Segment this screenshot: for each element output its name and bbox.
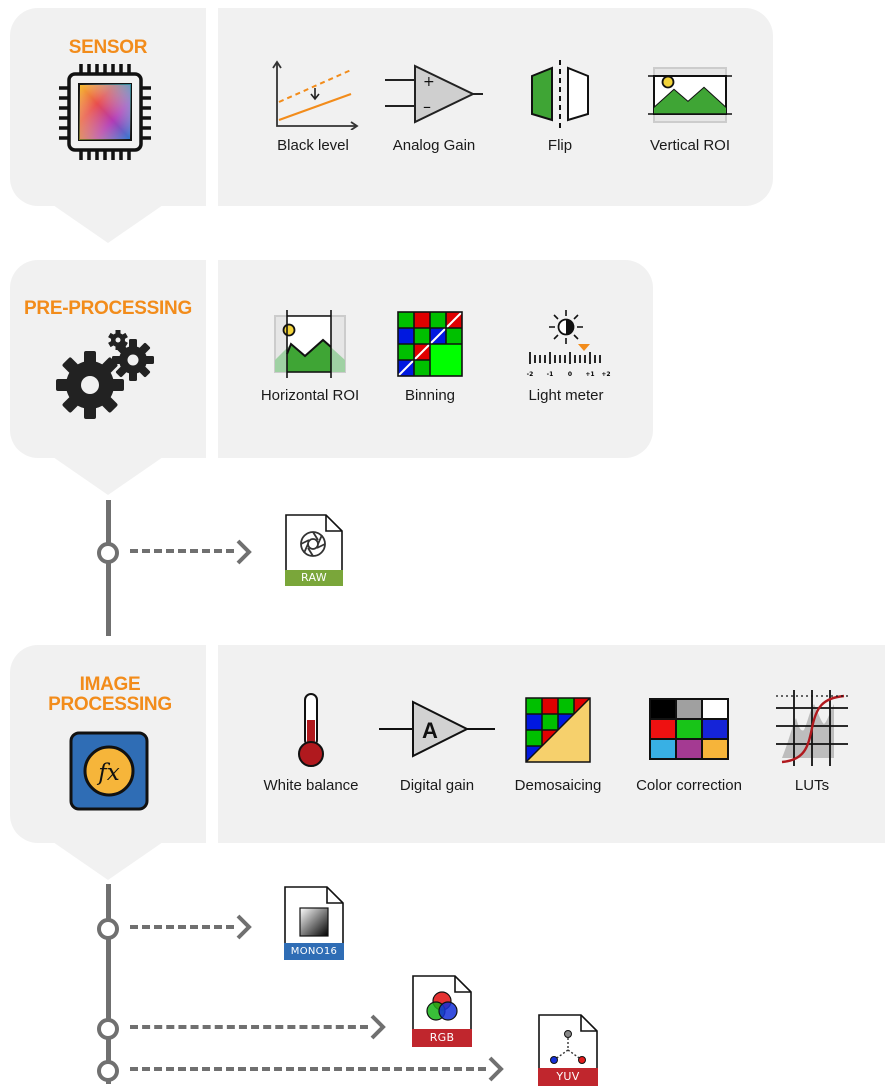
tool-label: Analog Gain <box>392 137 476 154</box>
sensor-title: SENSOR <box>68 37 148 58</box>
file-mono16: MONO16 <box>284 886 344 960</box>
imageprocessing-title: IMAGE PROCESSING <box>48 674 172 715</box>
yuv-vector-icon <box>550 1030 586 1064</box>
pipeline-line <box>106 500 111 636</box>
light-meter-scale-label: -2 <box>527 371 534 378</box>
file-rgb: RGB <box>412 975 472 1047</box>
tool-label: Light meter <box>528 387 604 404</box>
tool-digital-gain: A Digital gain <box>374 688 500 796</box>
sensor-pointer <box>53 205 163 243</box>
tool-label: Horizontal ROI <box>260 387 360 404</box>
tool-binning: Binning <box>384 308 476 406</box>
demosaicing-icon <box>525 697 591 763</box>
arrow-right-icon <box>236 539 252 565</box>
fx-function-icon: fx <box>69 731 149 811</box>
file-label-mono16: MONO16 <box>284 943 344 960</box>
output-connector <box>130 1067 486 1071</box>
light-meter-icon: -2 -1 0 +1 +2 <box>527 310 611 378</box>
output-connector <box>130 1025 368 1029</box>
mono-gradient-icon <box>299 907 329 937</box>
svg-text:A: A <box>422 718 438 743</box>
tool-label: Vertical ROI <box>649 137 731 154</box>
tool-label: LUTs <box>794 777 830 794</box>
file-label-rgb: RGB <box>412 1029 472 1047</box>
preprocessing-pointer <box>53 457 163 495</box>
svg-text:+: + <box>423 74 435 90</box>
tool-flip: Flip <box>510 58 610 156</box>
pipeline-line <box>106 884 111 1084</box>
output-node <box>97 1060 119 1082</box>
tool-label: Black level <box>277 137 349 154</box>
thermometer-icon <box>298 693 324 767</box>
file-label-yuv: YUV <box>538 1068 598 1086</box>
light-meter-scale-label: -1 <box>547 371 554 378</box>
flip-icon <box>531 60 589 128</box>
tool-black-level: Black level <box>258 58 368 156</box>
tool-label: Digital gain <box>399 777 475 794</box>
tool-demosaicing: Demosaicing <box>508 688 608 796</box>
preprocessing-title: PRE-PROCESSING <box>24 298 192 319</box>
gears-icon <box>56 330 154 419</box>
rgb-circles-icon <box>426 991 458 1021</box>
tool-label: Binning <box>404 387 456 404</box>
output-node <box>97 918 119 940</box>
tool-label: Flip <box>547 137 573 154</box>
color-correction-icon <box>649 698 729 760</box>
raw-aperture-icon <box>300 531 326 557</box>
analog-gain-icon: + – <box>385 64 483 124</box>
tool-light-meter: -2 -1 0 +1 +2 Light meter <box>506 308 626 406</box>
output-node <box>97 542 119 564</box>
vertical-roi-icon <box>648 67 732 123</box>
lut-curve-icon <box>776 690 848 766</box>
file-yuv: YUV <box>538 1014 598 1086</box>
arrow-right-icon <box>370 1014 386 1040</box>
arrow-right-icon <box>236 914 252 940</box>
tool-horizontal-roi: Horizontal ROI <box>258 308 362 406</box>
tool-luts: LUTs <box>770 688 854 796</box>
svg-text:–: – <box>423 97 431 116</box>
tool-label: Color correction <box>636 777 742 794</box>
light-meter-scale-label: +1 <box>585 371 594 378</box>
tool-vertical-roi: Vertical ROI <box>632 58 748 156</box>
binning-icon <box>397 311 463 377</box>
file-label-raw: RAW <box>285 570 343 586</box>
light-meter-scale-label: +2 <box>601 371 610 378</box>
arrow-right-icon <box>488 1056 504 1082</box>
tool-analog-gain: + – Analog Gain <box>374 58 494 156</box>
light-meter-scale-label: 0 <box>568 371 572 378</box>
svg-text:fx: fx <box>96 760 120 786</box>
output-connector <box>130 925 234 929</box>
digital-gain-icon: A <box>379 700 495 758</box>
tool-label: White balance <box>263 777 359 794</box>
tool-label: Demosaicing <box>514 777 602 794</box>
output-connector <box>130 549 234 553</box>
file-raw: RAW <box>285 514 343 586</box>
sensor-chip-icon <box>59 64 151 160</box>
tool-white-balance: White balance <box>252 688 370 796</box>
black-level-icon <box>272 60 359 130</box>
output-node <box>97 1018 119 1040</box>
tool-color-correction: Color correction <box>624 688 754 796</box>
horizontal-roi-icon <box>274 310 346 378</box>
imageprocessing-pointer <box>53 842 163 880</box>
